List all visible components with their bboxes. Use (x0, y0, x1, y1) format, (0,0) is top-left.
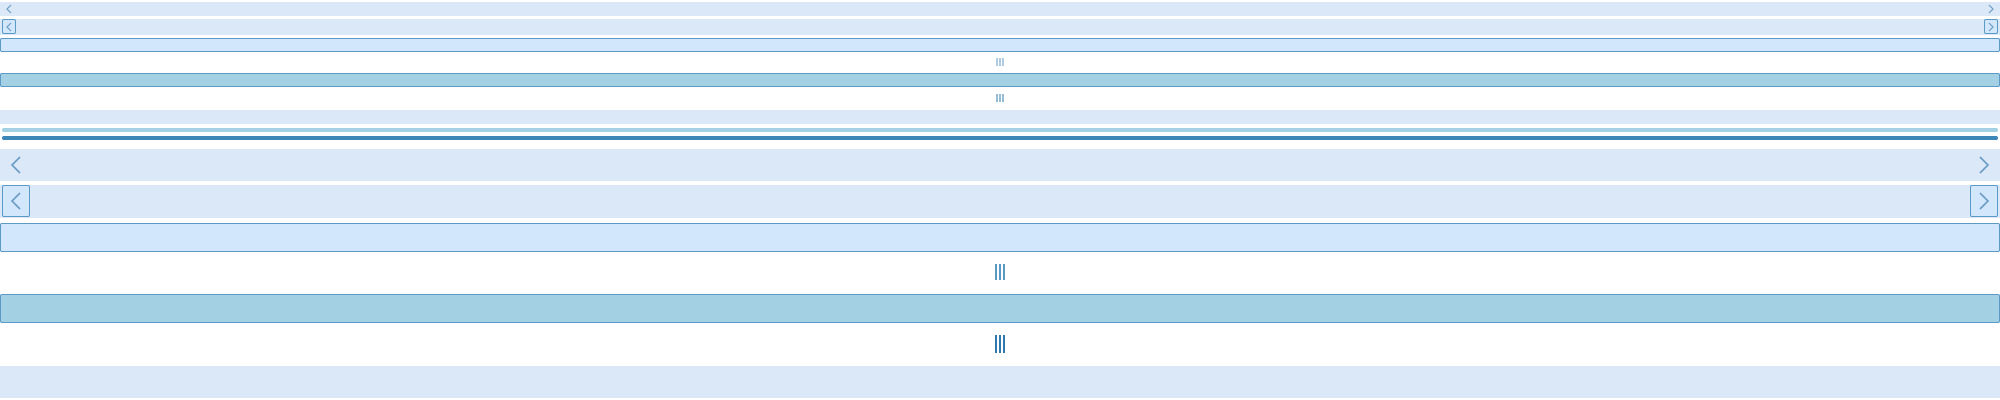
chevron-right-icon[interactable] (1984, 19, 1998, 34)
chevron-left-icon[interactable] (2, 185, 30, 217)
hscroll-small-boxed[interactable] (0, 19, 2000, 35)
scroll-grip-row-pressed (0, 92, 2000, 104)
grip-lines-icon[interactable] (996, 58, 1004, 66)
chevron-left-icon[interactable] (4, 149, 28, 181)
scroll-thumb[interactable] (0, 38, 2000, 52)
hscroll-small-plain[interactable] (0, 2, 2000, 16)
hscroll-large-plain[interactable] (0, 149, 2000, 181)
scroll-thin-lines (0, 127, 2000, 143)
scroll-grip-row (0, 56, 2000, 68)
grip-lines-icon[interactable] (996, 94, 1004, 102)
chevron-right-icon[interactable] (1970, 185, 1998, 217)
chevron-right-icon[interactable] (1984, 2, 1998, 16)
grip-lines-icon[interactable] (995, 264, 1005, 280)
chevron-right-icon[interactable] (1972, 149, 1996, 181)
hscroll-large-boxed[interactable] (0, 185, 2000, 218)
scroll-grip-row-large-pressed (0, 330, 2000, 360)
scroll-grip-row-large (0, 258, 2000, 288)
scroll-track[interactable] (0, 110, 2000, 124)
chevron-left-icon[interactable] (2, 2, 16, 16)
scroll-thumb-large[interactable] (0, 223, 2000, 252)
thin-track-line-active[interactable] (2, 136, 1998, 140)
scroll-track-large[interactable] (0, 366, 2000, 398)
chevron-left-icon[interactable] (2, 19, 16, 34)
scroll-thumb-pressed[interactable] (0, 73, 2000, 87)
grip-lines-icon[interactable] (995, 335, 1005, 353)
thin-track-line[interactable] (2, 128, 1998, 132)
scroll-thumb-large-pressed[interactable] (0, 294, 2000, 323)
